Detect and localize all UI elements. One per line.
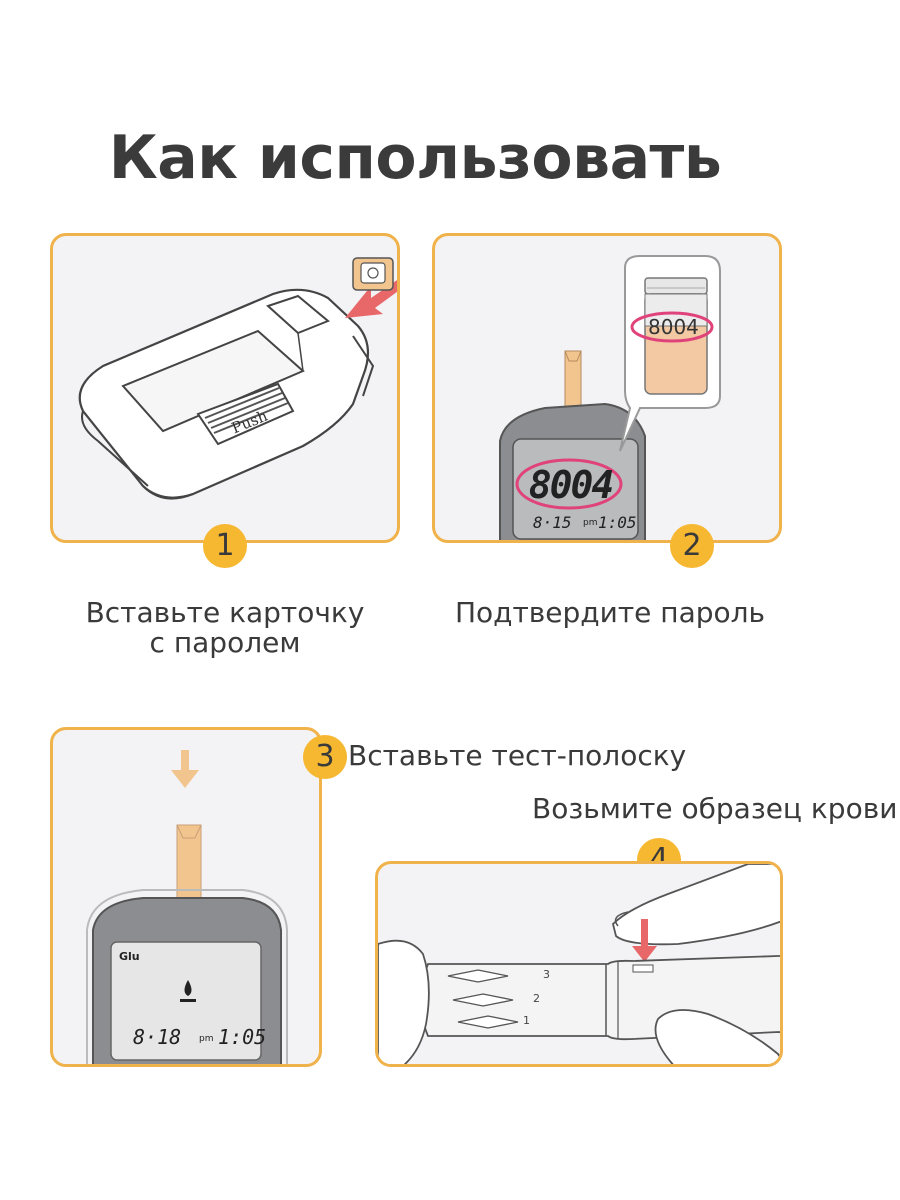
display-value: 8004: [528, 463, 615, 507]
page-title: Как использовать: [108, 123, 722, 193]
lancet-scale-3: 3: [543, 968, 550, 981]
display-time: 8·15: [533, 513, 572, 532]
step-4-panel: 3 2 1: [375, 861, 783, 1067]
step-4-caption: Возьмите образец крови: [532, 792, 898, 825]
display-clock: 1:05: [218, 1025, 267, 1049]
lancet-scale-1: 1: [523, 1014, 530, 1027]
step-1-caption-line1: Вставьте карточку: [85, 596, 365, 629]
step-1-badge: 1: [203, 524, 247, 568]
meter-card-illustration: [78, 257, 397, 500]
strip-insert-illustration: [86, 750, 288, 1064]
step-3-badge: 3: [303, 735, 347, 779]
meter-display-illustration: [499, 255, 721, 540]
display-time: 8·18: [133, 1025, 182, 1049]
display-clock: 1:05: [598, 513, 637, 532]
display-pm: pm: [199, 1034, 214, 1044]
step-3-panel: Glu 8·18 pm 1:05: [50, 727, 322, 1067]
display-pm: pm: [583, 518, 598, 528]
step-2-panel: 8004 8004 8·15 pm 1:05: [432, 233, 782, 543]
step-2-caption: Подтвердите пароль: [454, 596, 766, 629]
display-label: Glu: [119, 950, 140, 963]
step-3-caption: Вставьте тест-полоску: [348, 739, 687, 772]
step-1-panel: Push: [50, 233, 400, 543]
lancet-scale-2: 2: [533, 992, 540, 1005]
step-1-caption: Вставьте карточку с паролем: [60, 598, 390, 658]
lancet-illustration: [378, 864, 780, 1064]
step-1-caption-line2: с паролем: [149, 626, 301, 659]
vial-code: 8004: [648, 315, 699, 339]
step-2-badge: 2: [670, 524, 714, 568]
